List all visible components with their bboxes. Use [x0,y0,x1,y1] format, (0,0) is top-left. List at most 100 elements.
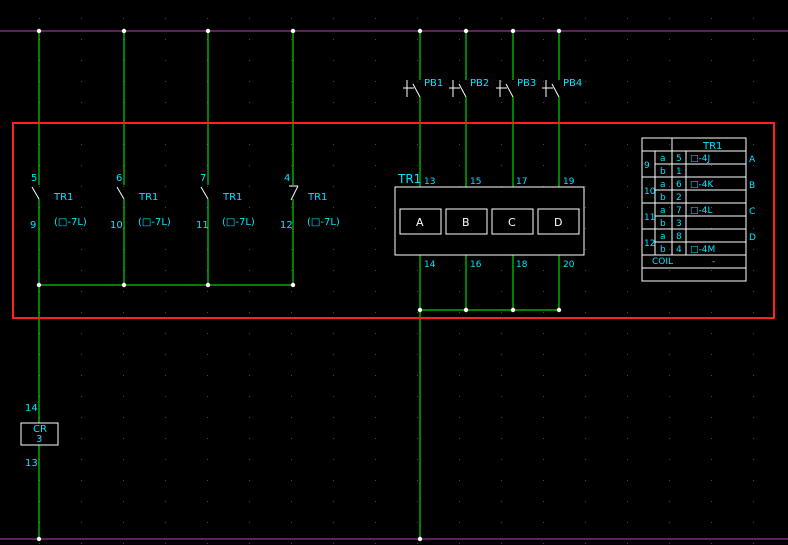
grid-dot [291,543,292,544]
grid-dot [627,207,628,208]
grid-dot [375,396,376,397]
grid-dot [123,18,124,19]
grid-dot [501,417,502,418]
grid-dot [669,81,670,82]
grid-dot [459,39,460,40]
grid-dot [375,186,376,187]
table-pin: 7 [676,206,682,216]
grid-dot [81,396,82,397]
grid-dot [375,459,376,460]
grid-dot [753,354,754,355]
grid-dot [585,396,586,397]
grid-dot [711,60,712,61]
grid-dot [333,333,334,334]
timer-d-top: 19 [563,177,575,187]
grid-dot [585,207,586,208]
grid-dot [123,438,124,439]
grid-dot [543,291,544,292]
grid-dot [627,396,628,397]
grid-dot [753,417,754,418]
grid-dot [543,60,544,61]
grid-dot [123,459,124,460]
grid-dot [417,165,418,166]
table-ab: a [660,154,666,164]
grid-dot [207,501,208,502]
grid-dot [669,354,670,355]
table-line-number: 11 [644,213,655,223]
coil-number: 3 [36,434,42,445]
grid-dot [627,144,628,145]
grid-dot [417,312,418,313]
grid-dot [123,522,124,523]
grid-dot [669,333,670,334]
grid-dot [669,291,670,292]
grid-dot [417,270,418,271]
contact-3: 7 11 TR1 (□-7L) [196,173,255,231]
grid-dot [711,81,712,82]
grid-dot [627,333,628,334]
junction-dot [417,307,423,313]
grid-dot [291,438,292,439]
grid-dot [291,522,292,523]
grid-dot [585,333,586,334]
grid-dot [165,60,166,61]
grid-dot [417,417,418,418]
grid-dot [333,60,334,61]
grid-dot [165,39,166,40]
grid-dot [123,291,124,292]
timer-a-top: 13 [424,177,435,187]
grid-dot [501,543,502,544]
grid-dot [291,228,292,229]
grid-dot [249,333,250,334]
grid-dot [753,333,754,334]
grid-dot [375,522,376,523]
grid-dot [711,480,712,481]
grid-dot [375,81,376,82]
table-ref: □-4J [690,154,710,164]
grid-dot [459,18,460,19]
grid-dot [753,207,754,208]
grid-dot [291,165,292,166]
junction-dot [121,28,127,34]
grid-dot [627,18,628,19]
table-ref: □-4L [690,206,713,216]
grid-dot [627,543,628,544]
grid-dot [291,102,292,103]
grid-dot [585,81,586,82]
grid-dot [543,396,544,397]
timer-c-bottom: 18 [516,260,528,270]
grid-dot [417,459,418,460]
grid-dot [711,165,712,166]
grid-dot [333,81,334,82]
grid-dot [627,291,628,292]
grid-dot [81,144,82,145]
grid-dot [81,333,82,334]
grid-dot [417,438,418,439]
grid-dot [417,60,418,61]
grid-dot [81,102,82,103]
grid-dot [753,459,754,460]
grid-dot [501,312,502,313]
grid-dot [627,81,628,82]
contact-4-bottom: 12 [280,220,293,231]
grid-dot [627,249,628,250]
grid-dot [333,417,334,418]
grid-dot [711,102,712,103]
grid-dot [81,186,82,187]
contact-3-top: 7 [200,173,206,184]
table-ab: b [660,193,666,203]
grid-dot [711,459,712,460]
grid-dot [375,417,376,418]
grid-dot [711,39,712,40]
contact-2: 6 10 TR1 (□-7L) [110,173,171,231]
grid-dot [81,270,82,271]
pushbutton-pb4: PB4 [542,78,582,98]
grid-dot [165,480,166,481]
grid-dot [249,501,250,502]
grid-dot [669,375,670,376]
grid-dot [333,438,334,439]
grid-dot [543,480,544,481]
grid-dot [249,81,250,82]
contact-3-tag: TR1 [222,192,242,203]
grid-dot [585,249,586,250]
